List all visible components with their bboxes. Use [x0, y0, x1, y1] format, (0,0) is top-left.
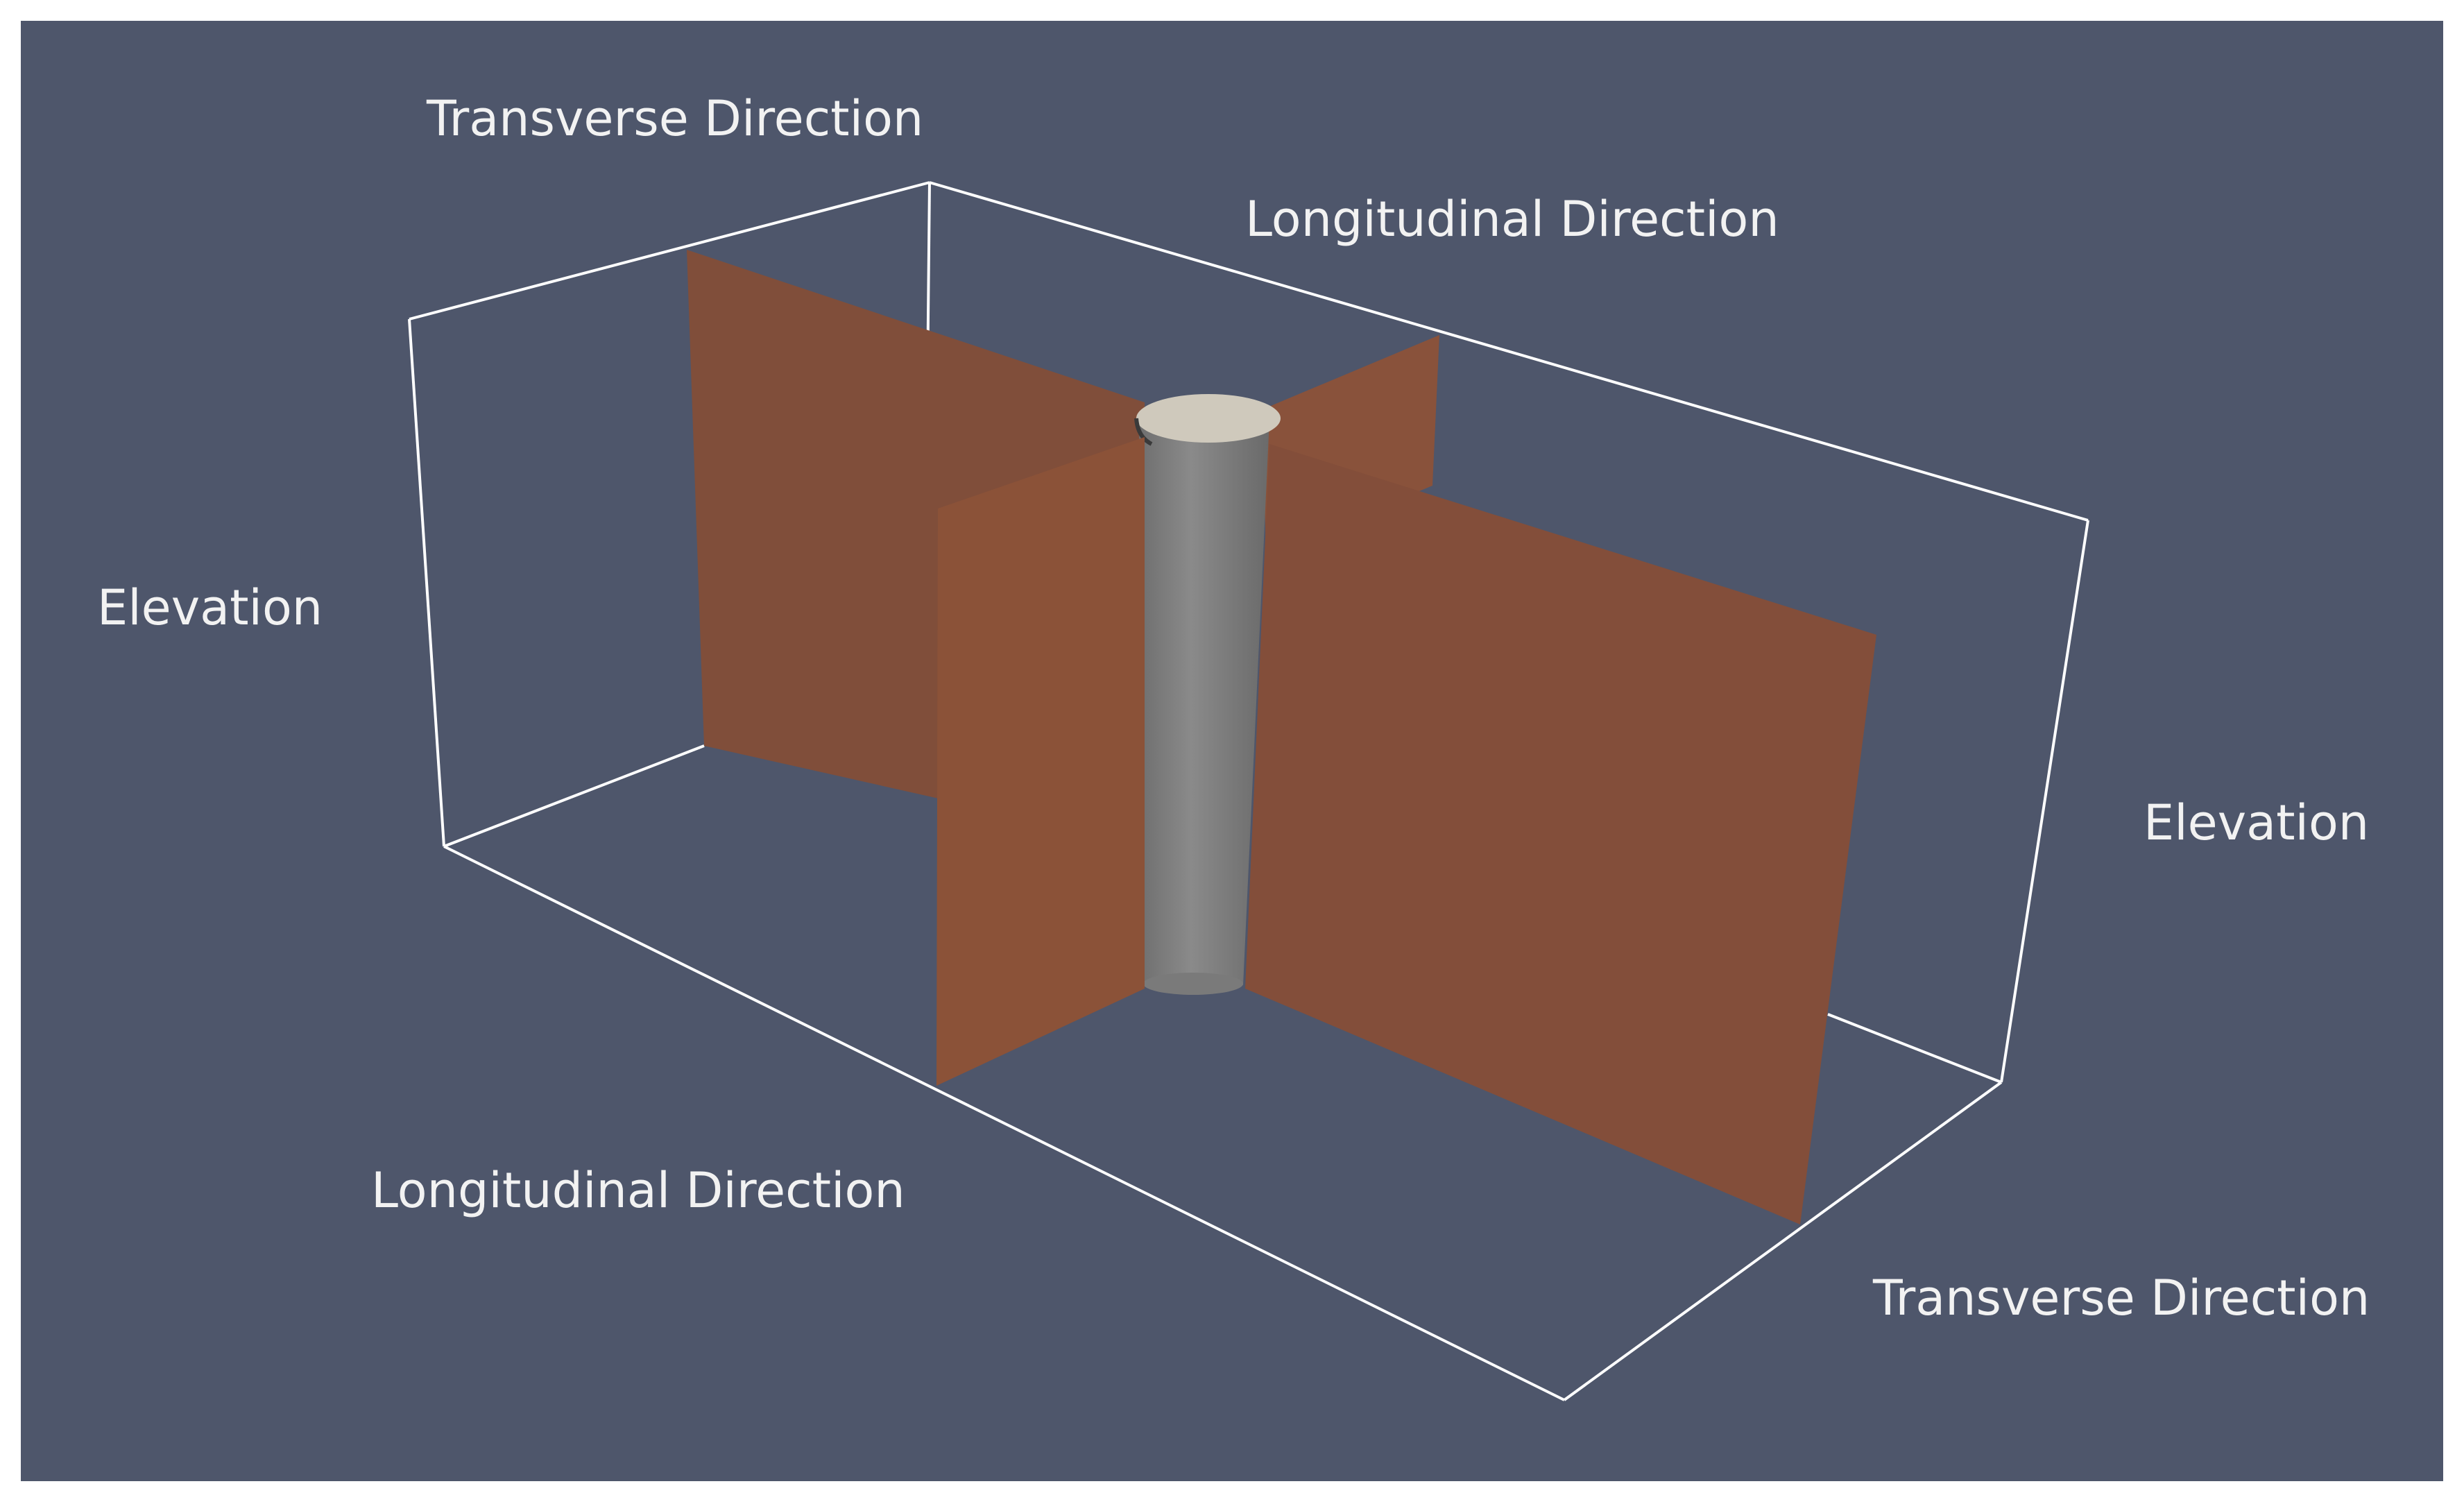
- label-longitudinal-top: Longitudinal Direction: [1245, 191, 1779, 248]
- label-longitudinal-bottom: Longitudinal Direction: [371, 1162, 905, 1219]
- transverse-plate-front: [936, 437, 1145, 1086]
- pier-top-cap: [1136, 394, 1281, 443]
- label-elevation-left: Elevation: [97, 579, 323, 636]
- label-transverse-bottom: Transverse Direction: [1872, 1270, 2370, 1326]
- label-transverse-top: Transverse Direction: [426, 90, 923, 147]
- longitudinal-plate-front: [1245, 444, 1876, 1224]
- pier-cylinder: [1134, 394, 1281, 995]
- label-elevation-right: Elevation: [2144, 794, 2369, 851]
- bounding-box-front-edges: [408, 318, 2089, 1401]
